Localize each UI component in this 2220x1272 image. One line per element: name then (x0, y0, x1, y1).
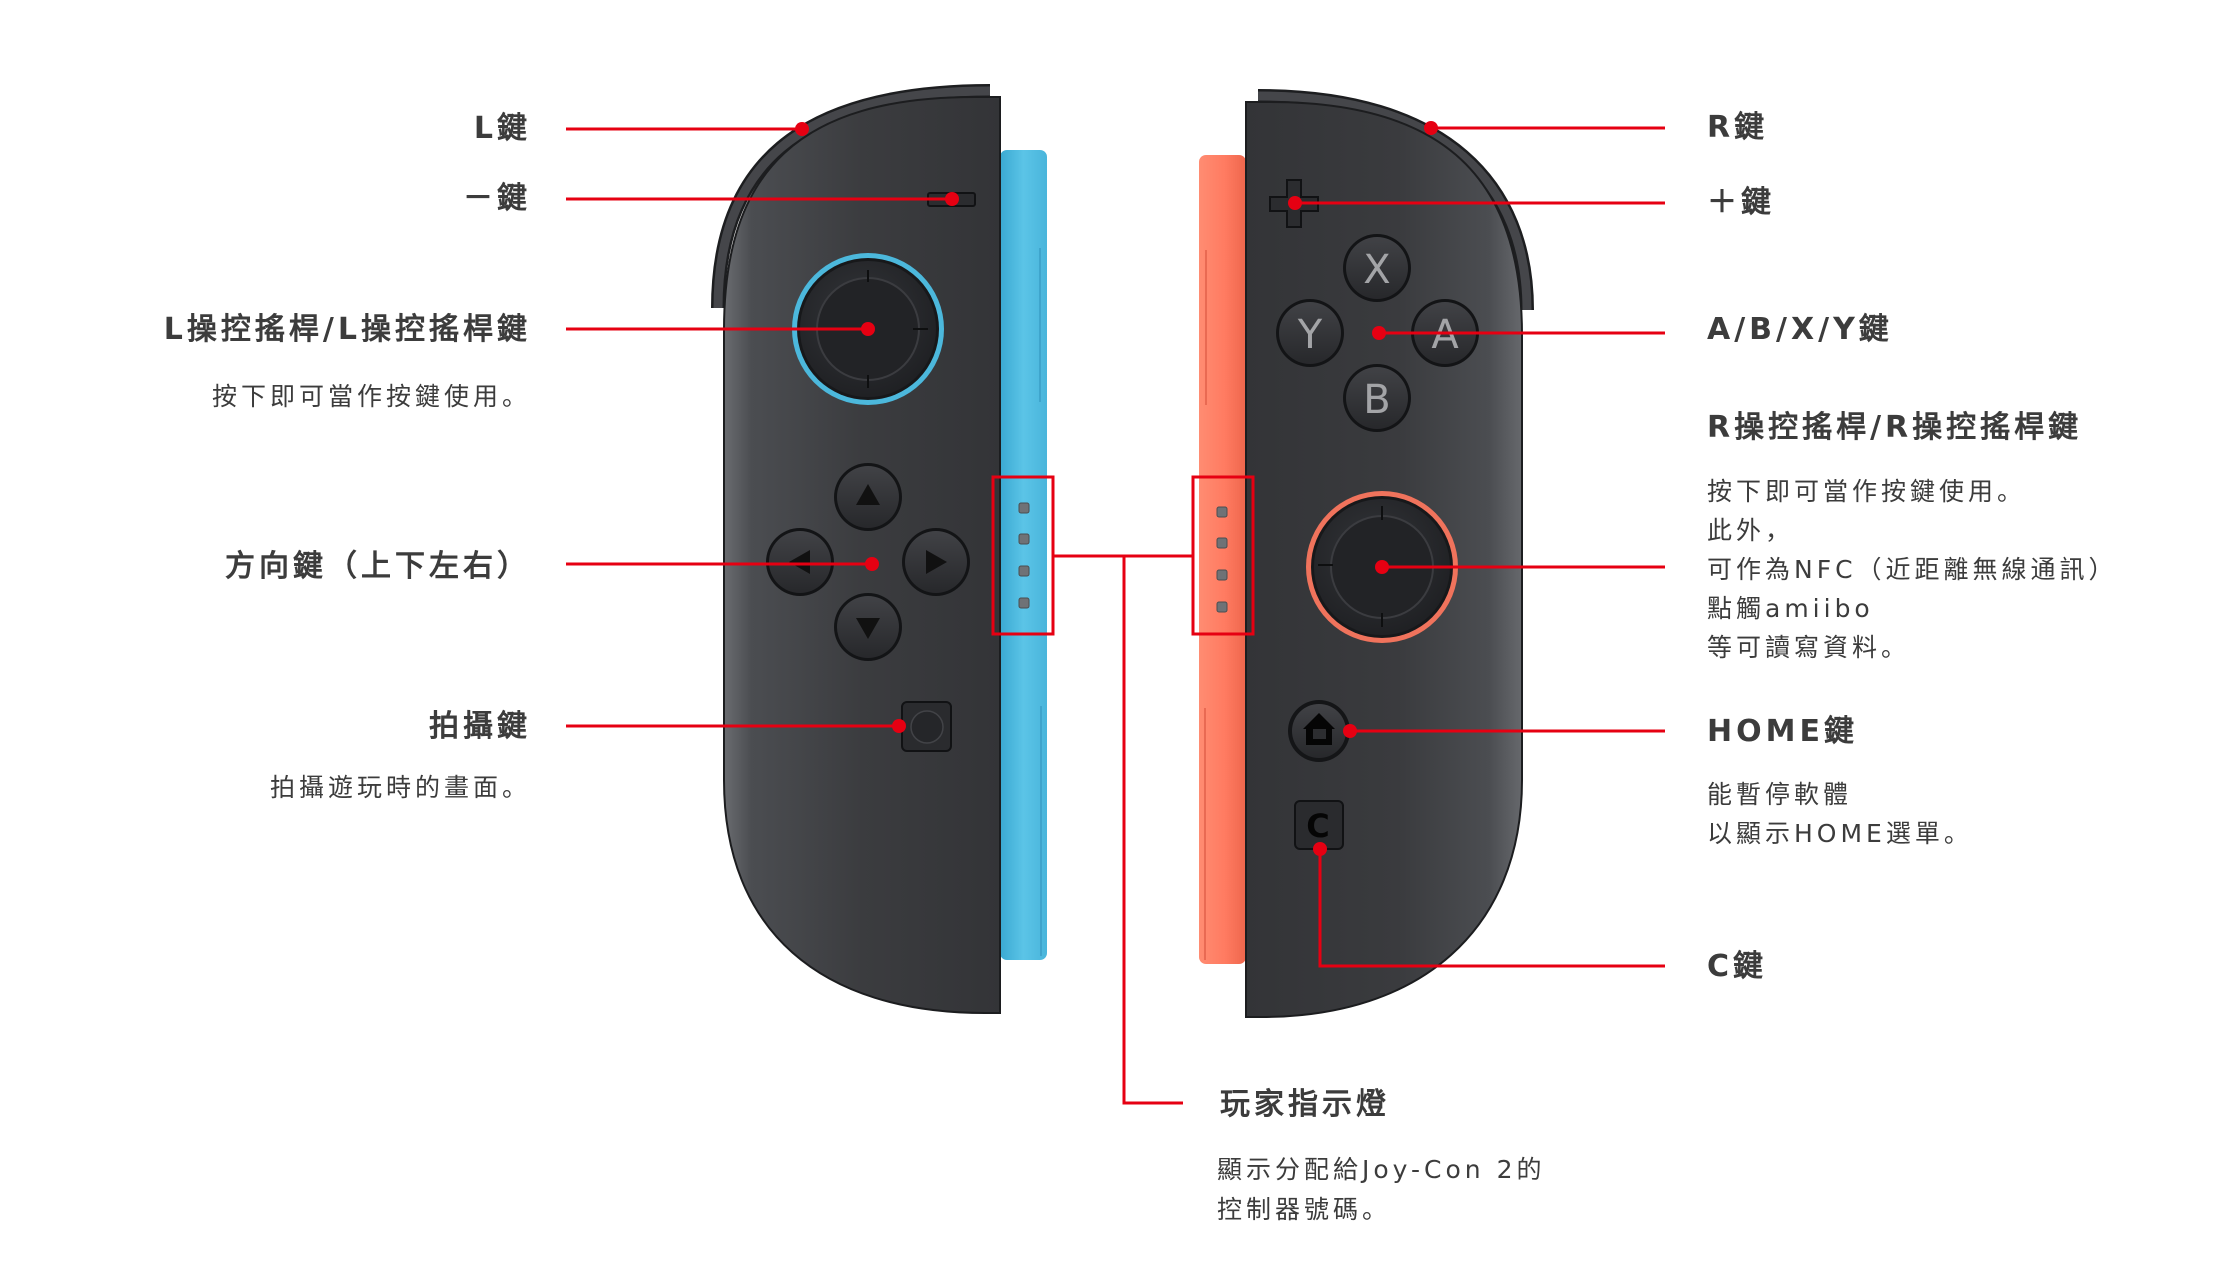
led-3 (1216, 569, 1228, 581)
left-rail-body (1000, 150, 1047, 960)
label-r-stick: R操控搖桿/R操控搖桿鍵 (1707, 410, 2083, 445)
callout-lines (566, 121, 1665, 1105)
r-shoulder-button (1257, 89, 1534, 311)
left-rail (1000, 150, 1047, 960)
desc-l-stick: 按下即可當作按鍵使用。 (211, 382, 531, 411)
l-shoulder-button (711, 84, 991, 309)
desc-capture-button: 拍攝遊玩時的畫面。 (269, 773, 531, 802)
callout-dot (1343, 724, 1357, 738)
desc-r-stick-line-2: 此外， (1707, 516, 1795, 545)
dpad-down-button (834, 593, 902, 661)
right-player-leds (1216, 506, 1228, 613)
callout-c-button (1318, 849, 1665, 968)
desc-home-line-2: 以顯示HOME選單。 (1707, 819, 1973, 848)
dpad-right-button (902, 528, 970, 596)
led-4 (1018, 597, 1030, 609)
c-button-letter: C (1306, 807, 1329, 845)
face-buttons: X Y A B (1276, 234, 1479, 432)
led-1 (1216, 506, 1228, 518)
a-button-letter: A (1431, 312, 1459, 358)
label-home-button: HOME鍵 (1707, 714, 1858, 749)
label-r-button: R鍵 (1707, 110, 1769, 145)
desc-player-indicator-line-2: 控制器號碼。 (1217, 1195, 1392, 1224)
callout-dot (1313, 842, 1327, 856)
desc-r-stick-line-3: 可作為NFC（近距離無線通訊） (1707, 555, 2118, 584)
label-minus-button: －鍵 (463, 181, 531, 216)
right-joycon: X Y A B (1199, 89, 1534, 1018)
right-rail (1199, 155, 1246, 964)
dpad-up-button (834, 463, 902, 531)
triangle-right-icon (926, 550, 947, 574)
triangle-up-icon (856, 484, 880, 505)
dpad (766, 463, 970, 661)
b-button-letter: B (1363, 377, 1390, 423)
callout-dot (945, 192, 959, 206)
triangle-left-icon (789, 550, 810, 574)
r-shoulder-face (1257, 91, 1532, 311)
y-button: Y (1276, 299, 1344, 367)
callout-dot (1424, 121, 1438, 135)
label-dpad: 方向鍵（上下左右） (225, 549, 531, 584)
label-l-button: L鍵 (473, 111, 531, 146)
label-plus-button: ＋鍵 (1707, 185, 1775, 220)
home-icon-door (1313, 729, 1326, 739)
x-button-letter: X (1363, 247, 1390, 293)
led-2 (1216, 537, 1228, 549)
callout-dot (861, 322, 875, 336)
y-button-letter: Y (1297, 312, 1323, 358)
callout-dot (1288, 196, 1302, 210)
right-rail-body (1199, 155, 1246, 964)
callout-dot (865, 557, 879, 571)
desc-r-stick-line-1: 按下即可當作按鍵使用。 (1707, 477, 2027, 506)
y-button-face (1279, 302, 1341, 364)
triangle-down-icon (856, 618, 880, 639)
c-button: C (1294, 800, 1344, 850)
label-l-stick: L操控搖桿/L操控搖桿鍵 (163, 312, 531, 347)
capture-circle-icon (910, 710, 944, 744)
led-1 (1018, 502, 1030, 514)
left-joycon (711, 84, 1047, 1014)
l-shoulder-face (713, 86, 991, 309)
callout-dot (892, 719, 906, 733)
b-button: B (1343, 364, 1411, 432)
led-4 (1216, 601, 1228, 613)
dpad-left-button (766, 528, 834, 596)
b-button-face (1346, 367, 1408, 429)
led-3 (1018, 565, 1030, 577)
desc-player-indicator-line-1: 顯示分配給Joy-Con 2的 (1217, 1155, 1546, 1184)
label-player-indicator: 玩家指示燈 (1220, 1087, 1390, 1122)
desc-r-stick-line-5: 等可讀寫資料。 (1707, 633, 1911, 662)
label-abxy-buttons: A/B/X/Y鍵 (1707, 312, 1893, 347)
x-button: X (1343, 234, 1411, 302)
callout-dot (1375, 560, 1389, 574)
callout-player-leds (1122, 556, 1183, 1105)
label-capture-button: 拍攝鍵 (429, 709, 531, 744)
desc-home-line-1: 能暫停軟體 (1707, 780, 1853, 809)
x-button-face (1346, 237, 1408, 299)
capture-button (901, 701, 952, 752)
callout-dot (795, 122, 809, 136)
callout-dot (1372, 326, 1386, 340)
led-2 (1018, 533, 1030, 545)
left-player-leds (1018, 502, 1030, 609)
home-button (1288, 700, 1350, 762)
label-c-button: C鍵 (1707, 949, 1768, 984)
desc-r-stick-line-4: 點觸amiibo (1707, 594, 1874, 623)
